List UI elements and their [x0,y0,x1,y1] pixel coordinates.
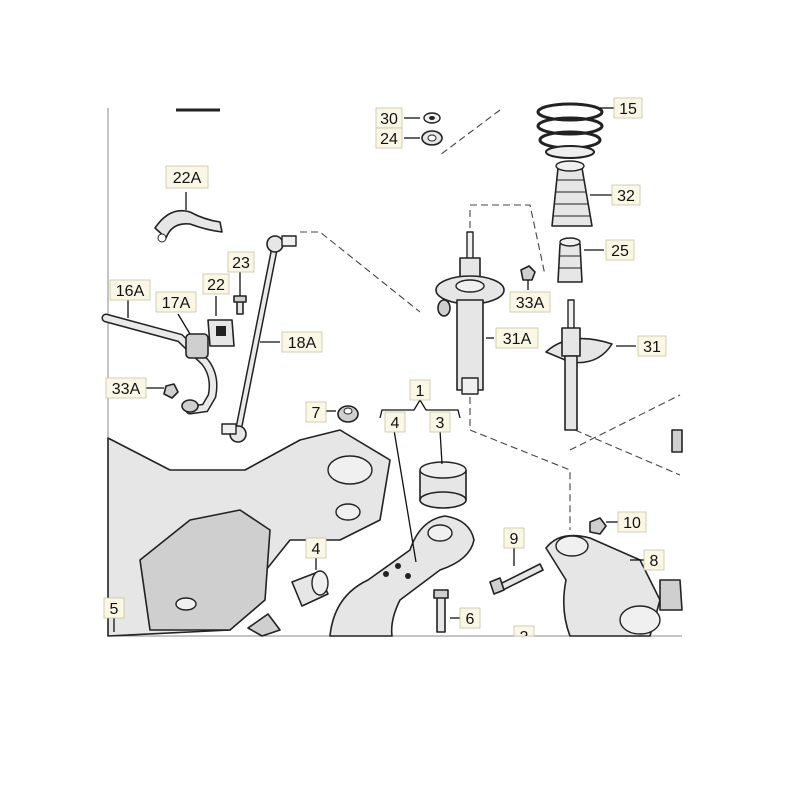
callout-text: 10 [623,515,641,532]
callout-7: 7 [305,401,327,423]
part-22A-clamp [154,209,223,243]
callout-text: 25 [611,243,629,260]
callout-18A: 18A [281,331,323,353]
callout-text: 8 [650,553,659,570]
callout-30: 30 [375,107,403,129]
callout-text: 17A [162,295,191,312]
callout-6: 6 [459,607,481,629]
callout-15: 15 [613,97,643,119]
callout-text: 4 [391,415,400,432]
part-7-nut [337,405,359,423]
callout-25: 25 [605,239,635,261]
part-33A-nut-top [520,265,536,281]
callout-16A: 16A [109,279,151,301]
callout-text: 30 [380,111,398,128]
part-8-wheel-bearing-housing [545,534,683,637]
callout-33A-top: 33A [509,291,551,313]
callout-text: 15 [619,101,637,118]
callout-text: 22A [173,170,202,187]
part-6-bolt [433,589,449,633]
callout-24: 24 [375,127,403,149]
dash-link-to-strut [300,231,421,313]
callout-text: 33A [112,381,141,398]
callout-31: 31 [637,335,667,357]
callout-text: 18A [288,335,317,352]
callout-1: 1 [409,379,431,401]
callout-3: 3 [429,411,451,433]
partial-part-right [671,429,683,453]
callout-4: 4 [305,537,327,559]
callout-text: 4 [312,541,321,558]
part-17A-rubber-bush [185,333,209,359]
callout-5: 5 [103,597,125,619]
dash-top-mount [439,109,501,156]
callout-text: 9 [510,531,519,548]
part-30-nut [423,112,441,124]
callout-text: 24 [380,131,398,148]
callout-text: 6 [466,611,475,628]
callout-text: 7 [312,405,321,422]
subframe [107,429,391,637]
callout-text: 31A [503,331,532,348]
callout-text: 5 [110,601,119,618]
callout-9: 9 [503,527,525,549]
part-23-bolt [233,295,247,315]
callout-4-top: 4 [384,411,406,433]
callout-text: 33A [516,295,545,312]
part-9-bolt [489,563,544,595]
callout-text: 31 [643,339,661,356]
part-22-bracket [207,319,235,347]
part-2-wishbone [329,515,475,637]
callout-text: 23 [232,255,250,272]
callout-text: 16A [116,283,145,300]
callout-2: 2 [513,625,535,646]
part-15-coil-spring [536,102,604,159]
callout-23: 23 [227,251,255,273]
part-31A-strut-assembly [435,231,505,395]
dash-right-2 [574,429,681,476]
part-24-washer [421,130,443,146]
callout-text: 1 [416,383,425,400]
callout-8: 8 [643,549,665,571]
callout-text: 3 [436,415,445,432]
callout-22: 22 [202,273,230,295]
callout-text: 22 [207,277,225,294]
dash-strut-knuckle [469,210,571,530]
part-16A-stabilizer-bar [101,313,218,415]
callout-33A-left: 33A [105,377,147,399]
callout-22A: 22A [165,165,209,189]
callout-10: 10 [617,511,647,533]
part-25-bump-stop [557,237,583,283]
callout-text: 2 [520,629,529,646]
part-18A-coupling-rod [221,235,297,443]
part-33A-nut-left [163,383,199,413]
part-10-nut [589,517,607,535]
callout-31A: 31A [495,327,539,349]
dash-right [569,394,681,451]
dash-strut-top [470,204,546,276]
callout-17A: 17A [155,291,197,313]
part-3-bonded-rubber-bush [419,461,467,509]
callout-text: 32 [617,188,635,205]
part-32-protective-bellows [551,160,593,227]
part-4-bush [247,570,329,637]
callout-32: 32 [611,184,641,206]
part-31-shock-absorber [545,299,613,431]
